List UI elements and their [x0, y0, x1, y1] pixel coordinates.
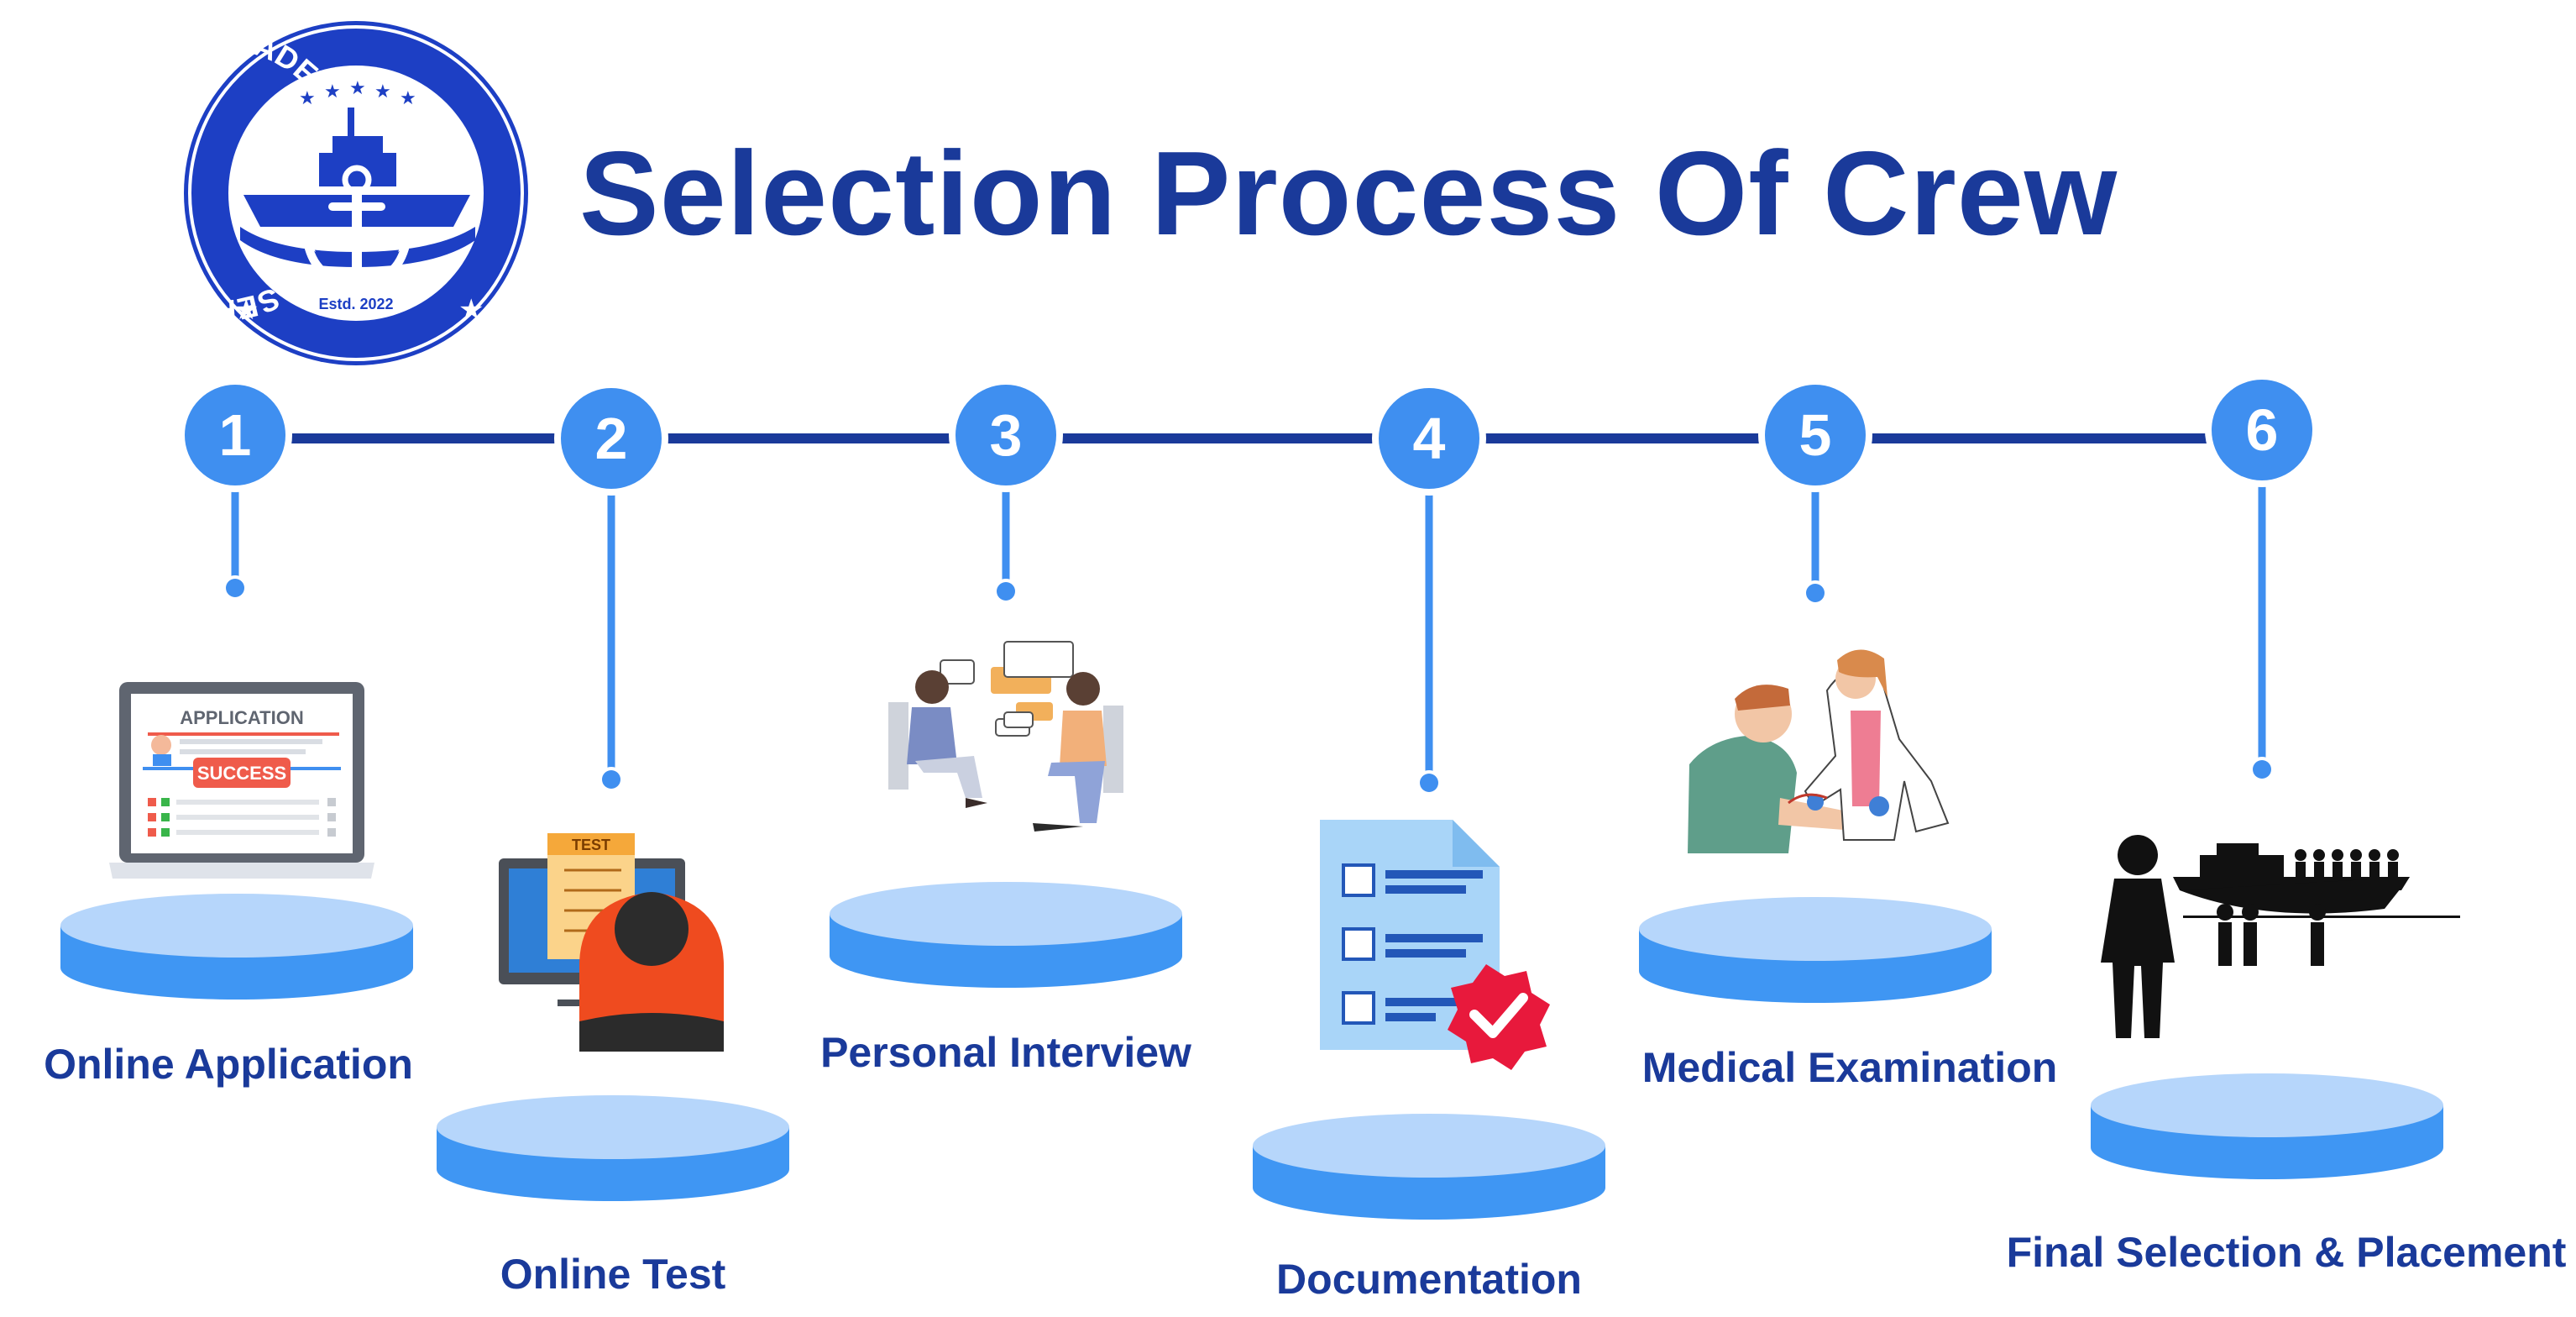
application-header: APPLICATION	[180, 707, 303, 728]
step-circle	[1765, 385, 1866, 485]
svg-text:★: ★	[349, 77, 366, 98]
stem-dot	[997, 582, 1015, 601]
crew-ship-icon	[2101, 835, 2460, 1038]
check-badge-icon	[1448, 964, 1550, 1070]
step-circle	[561, 388, 662, 489]
step-label-2: Online Test	[500, 1251, 726, 1298]
avatar	[151, 735, 171, 755]
step-3: 3	[830, 378, 1182, 988]
step-number: 2	[595, 406, 628, 471]
step-label-3: Personal Interview	[820, 1029, 1191, 1076]
person-head	[615, 892, 689, 966]
step-number: 4	[1413, 406, 1446, 471]
anchor-icon	[305, 165, 409, 289]
pedestal-top	[2091, 1073, 2443, 1137]
svg-text:★: ★	[374, 81, 391, 102]
stem-dot	[2253, 760, 2271, 779]
svg-text:★: ★	[299, 87, 316, 108]
pedestal-top	[437, 1095, 789, 1159]
steps-layer: 1 2 3 4 5 6	[60, 373, 2443, 1220]
star-icon: ★	[233, 294, 259, 326]
step-number: 3	[990, 402, 1023, 468]
test-header: TEST	[572, 837, 610, 853]
pedestal-top	[1253, 1114, 1605, 1178]
page-title: Selection Process Of Crew	[579, 127, 2118, 260]
step-circle	[2212, 380, 2312, 480]
stem-dot	[226, 579, 244, 597]
logo-established: Estd. 2022	[318, 296, 393, 312]
computer-test-icon: TEST	[499, 833, 724, 1052]
checklist	[148, 798, 336, 837]
pedestal-top	[60, 894, 413, 958]
step-label-6: Final Selection & Placement	[2006, 1229, 2567, 1276]
doctor-patient-icon	[1688, 649, 1950, 853]
step-1: 1	[60, 378, 413, 1000]
pedestal-top	[830, 882, 1182, 946]
logo-city-text: Tikamgarh (M.P)	[295, 356, 503, 423]
svg-text:★: ★	[400, 87, 416, 108]
step-circle	[1379, 388, 1479, 489]
step-label-5: Medical Examination	[1641, 1044, 2058, 1091]
stem-dot	[1420, 774, 1438, 792]
logo: BRIGHT FUTURE OCEAN ACADEMY & SHIPPING S…	[0, 0, 528, 423]
step-number: 6	[2246, 397, 2279, 463]
stem-dot	[602, 770, 620, 789]
pedestal-top	[1639, 897, 1992, 961]
step-label-1: Online Application	[44, 1041, 413, 1088]
step-5: 5	[1639, 378, 1992, 1003]
success-badge: SUCCESS	[197, 763, 286, 784]
step-number: 5	[1799, 402, 1832, 468]
step-6: 6	[2091, 373, 2443, 1179]
svg-text:★: ★	[324, 81, 341, 102]
document-check-icon	[1320, 820, 1550, 1070]
step-number: 1	[219, 402, 252, 468]
step-circle	[956, 385, 1056, 485]
step-2: 2	[437, 381, 789, 1201]
step-label-4: Documentation	[1276, 1256, 1582, 1303]
laptop-application-icon: APPLICATION SUCCESS	[109, 682, 374, 879]
step-4: 4	[1253, 381, 1605, 1220]
interview-people-icon	[888, 641, 1123, 832]
stem-dot	[1806, 584, 1825, 602]
logo-stars: ★ ★ ★ ★ ★	[299, 77, 416, 108]
star-icon: ★	[458, 294, 484, 326]
step-circle	[185, 385, 285, 485]
crew-figures	[2217, 849, 2399, 966]
